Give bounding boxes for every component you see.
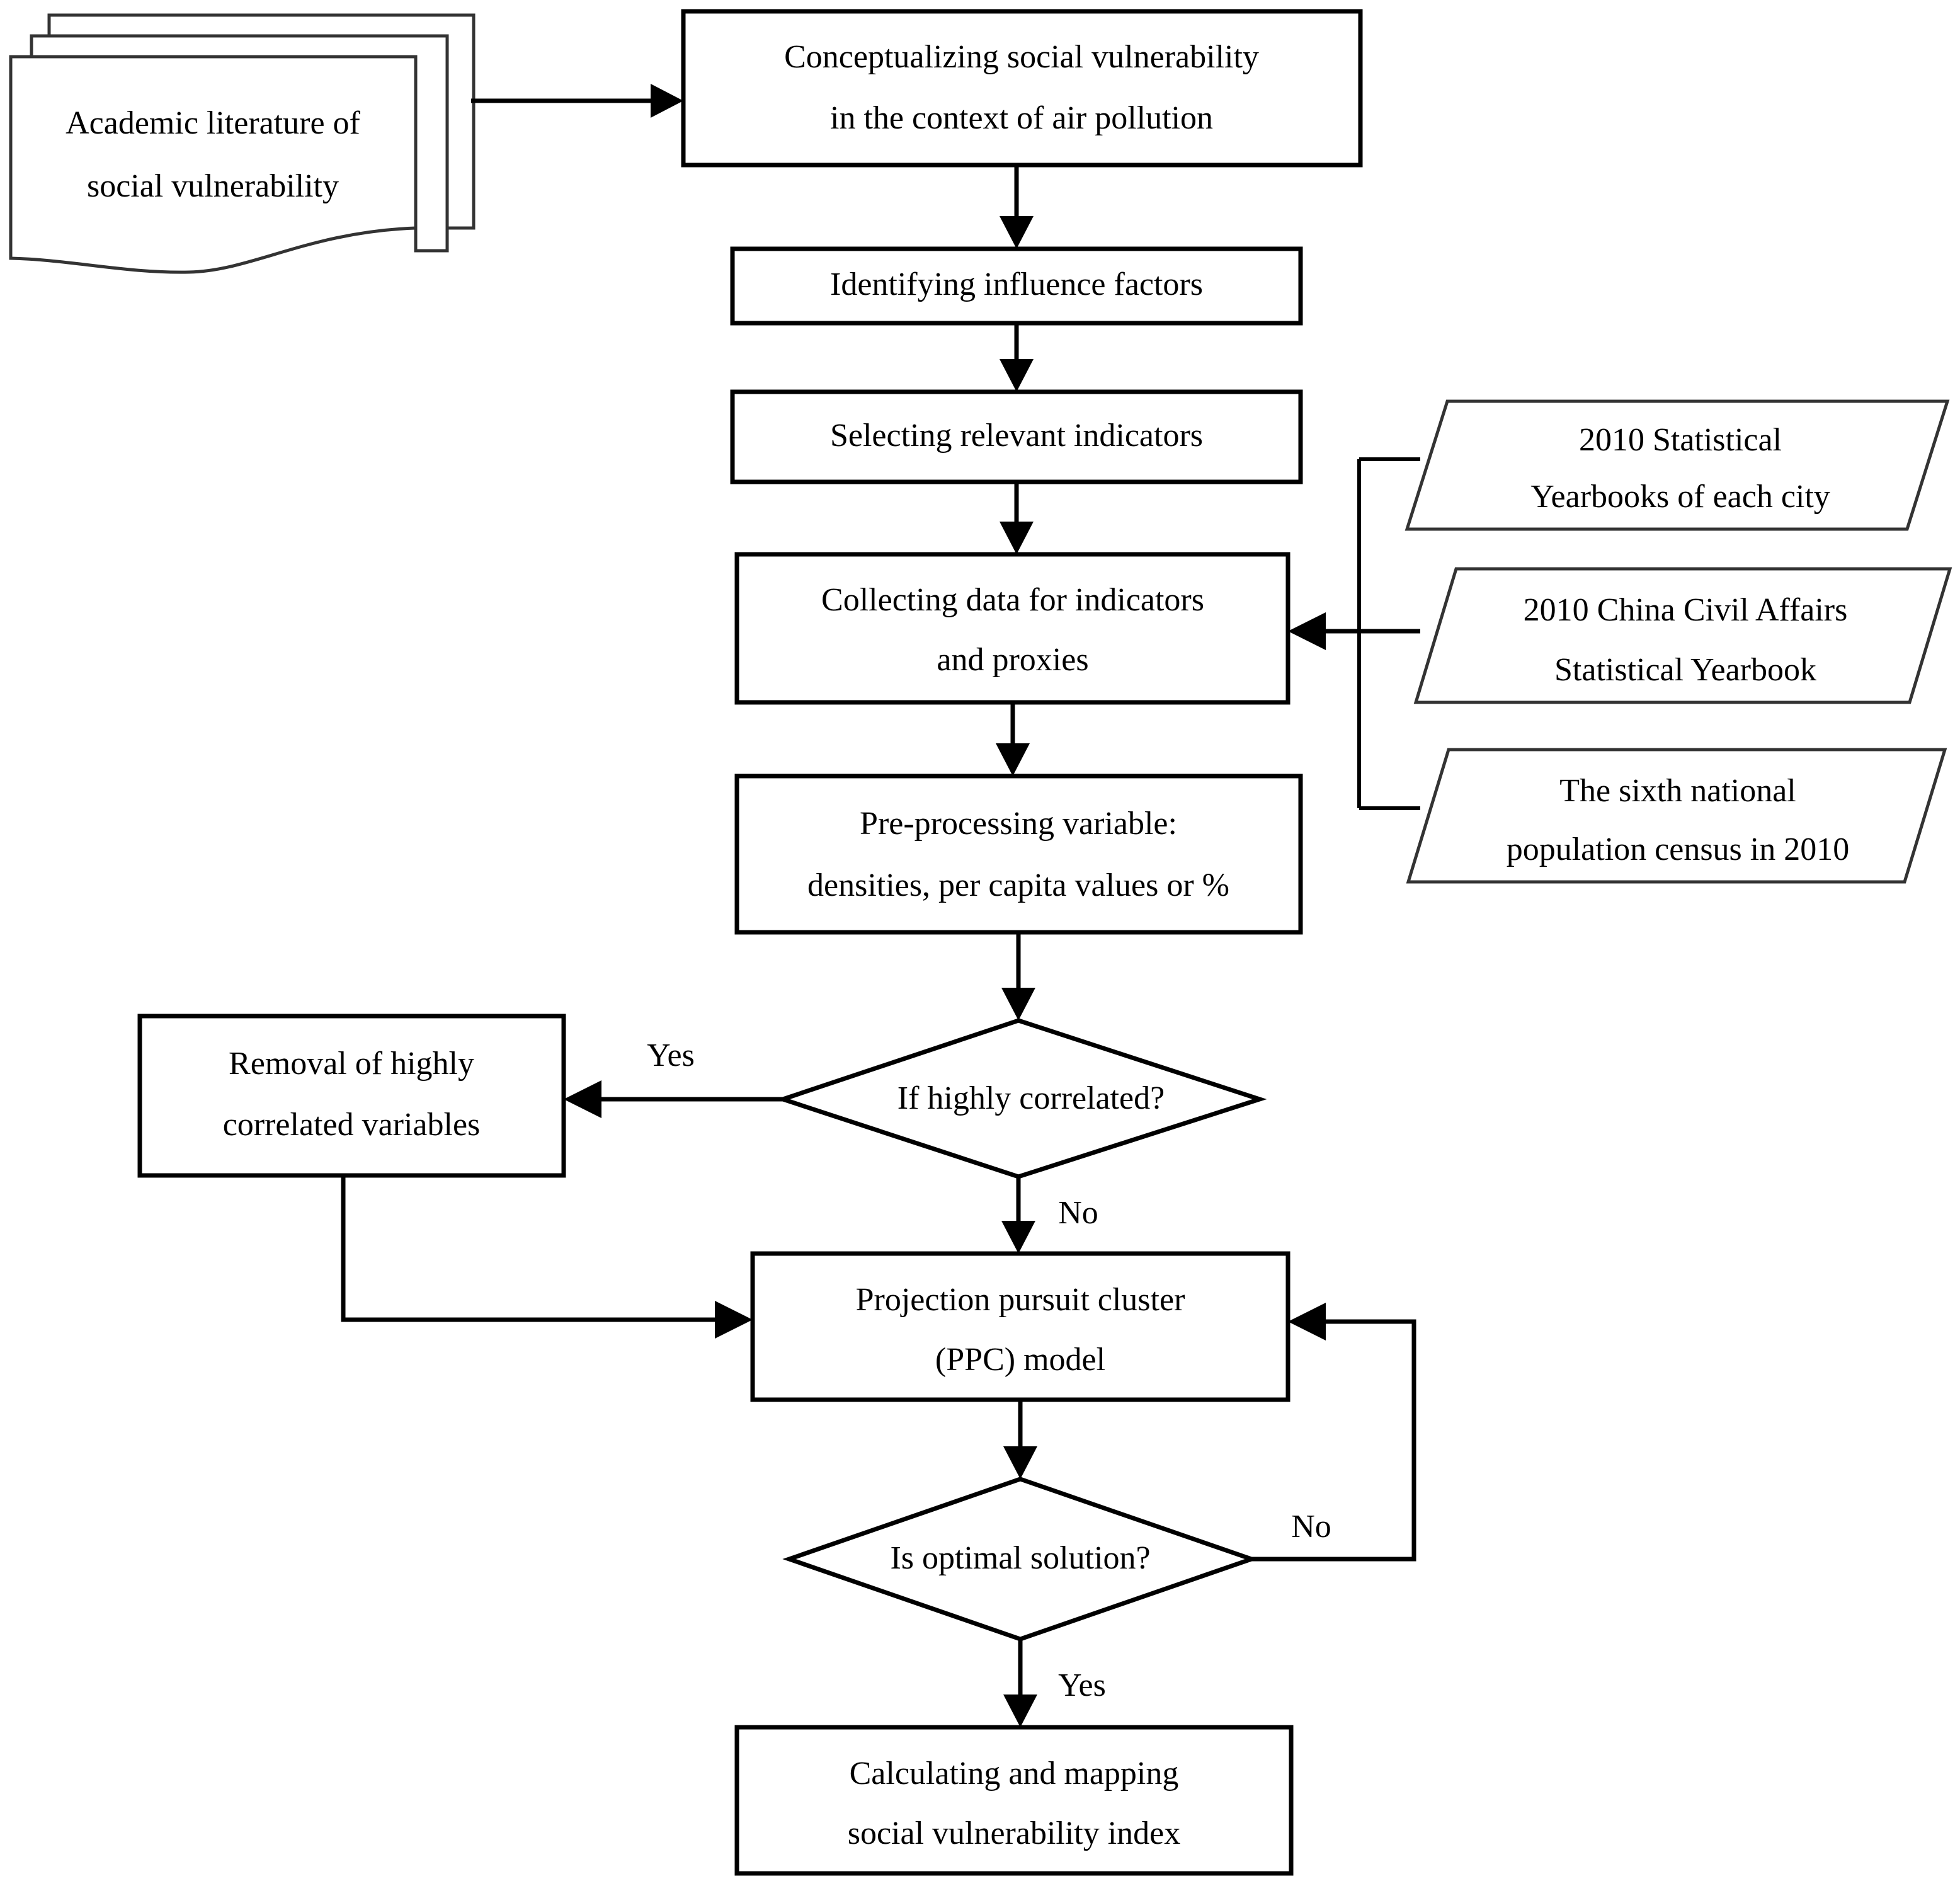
source-yearbooks-city-label-line2: Yearbooks of each city xyxy=(1530,479,1830,515)
node-source-civil-affairs: 2010 China Civil Affairs Statistical Yea… xyxy=(1413,567,1952,704)
edge-identifying-to-selecting xyxy=(1000,323,1034,392)
source-census-label-line1: The sixth national xyxy=(1559,773,1796,809)
edge-label-correlated-yes: Yes xyxy=(647,1037,695,1073)
node-ppc-model: Projection pursuit cluster (PPC) model xyxy=(750,1251,1291,1402)
conceptualizing-label-line2: in the context of air pollution xyxy=(830,100,1213,136)
source-yearbooks-city-shape xyxy=(1404,399,1950,531)
edge-preprocessing-to-correlated xyxy=(1001,932,1035,1020)
edge-correlated-yes: Yes xyxy=(564,1037,783,1118)
source-yearbooks-city-label-line1: 2010 Statistical xyxy=(1579,422,1782,458)
edge-collecting-to-preprocessing xyxy=(996,702,1030,776)
node-if-highly-correlated: If highly correlated? xyxy=(775,1018,1267,1179)
if-highly-correlated-label: If highly correlated? xyxy=(897,1080,1165,1116)
node-preprocessing: Pre-processing variable: densities, per … xyxy=(734,774,1303,935)
edge-selecting-to-collecting xyxy=(1000,482,1034,554)
node-is-optimal-solution: Is optimal solution? xyxy=(782,1477,1258,1642)
edge-label-optimal-yes: Yes xyxy=(1058,1667,1106,1703)
node-identifying-factors: Identifying influence factors xyxy=(730,246,1303,326)
academic-literature-label-line1: Academic literature of xyxy=(66,105,360,141)
edge-ppc-to-optimal xyxy=(1003,1400,1037,1479)
calculating-mapping-label-line1: Calculating and mapping xyxy=(850,1756,1179,1792)
edge-optimal-no: No xyxy=(1251,1303,1416,1562)
node-calculating-mapping: Calculating and mapping social vulnerabi… xyxy=(734,1725,1294,1876)
edge-sources-to-collecting xyxy=(1288,457,1420,810)
source-civil-affairs-shape xyxy=(1413,567,1952,704)
node-selecting-indicators: Selecting relevant indicators xyxy=(730,389,1303,484)
node-removal-variables: Removal of highly correlated variables xyxy=(137,1014,566,1178)
node-source-census: The sixth national population census in … xyxy=(1406,748,1947,884)
node-source-yearbooks-city: 2010 Statistical Yearbooks of each city xyxy=(1404,399,1950,531)
document-sheet-front xyxy=(9,55,418,274)
ppc-model-label-line1: Projection pursuit cluster xyxy=(856,1282,1185,1318)
node-academic-literature: Academic literature of social vulnerabil… xyxy=(9,13,476,274)
is-optimal-solution-label: Is optimal solution? xyxy=(890,1540,1150,1576)
calculating-mapping-label-line2: social vulnerability index xyxy=(848,1815,1181,1851)
preprocessing-label-line1: Pre-processing variable: xyxy=(860,806,1177,842)
selecting-indicators-label: Selecting relevant indicators xyxy=(830,418,1203,454)
identifying-factors-label: Identifying influence factors xyxy=(830,266,1203,302)
removal-variables-label-line2: correlated variables xyxy=(223,1107,481,1143)
edge-label-correlated-no: No xyxy=(1058,1195,1098,1231)
removal-variables-label-line1: Removal of highly xyxy=(229,1046,474,1082)
conceptualizing-label-line1: Conceptualizing social vulnerability xyxy=(784,39,1259,75)
source-census-label-line2: population census in 2010 xyxy=(1507,832,1850,867)
collecting-data-label-line2: and proxies xyxy=(937,642,1088,678)
preprocessing-label-line2: densities, per capita values or % xyxy=(807,867,1229,903)
collecting-data-label-line1: Collecting data for indicators xyxy=(821,582,1204,618)
edge-optimal-yes: Yes xyxy=(1003,1639,1106,1727)
edge-correlated-no: No xyxy=(1001,1177,1098,1254)
ppc-model-label-line2: (PPC) model xyxy=(935,1342,1105,1378)
source-civil-affairs-label-line2: Statistical Yearbook xyxy=(1554,652,1816,688)
source-census-shape xyxy=(1406,748,1947,884)
node-collecting-data: Collecting data for indicators and proxi… xyxy=(734,552,1291,705)
edge-removal-to-ppc xyxy=(341,1175,753,1339)
source-civil-affairs-label-line1: 2010 China Civil Affairs xyxy=(1524,592,1848,628)
academic-literature-label-line2: social vulnerability xyxy=(87,168,339,204)
node-conceptualizing: Conceptualizing social vulnerability in … xyxy=(681,9,1363,168)
edge-conceptualizing-to-identifying xyxy=(1000,165,1034,249)
edge-literature-to-conceptualizing xyxy=(471,84,683,118)
edge-label-optimal-no: No xyxy=(1291,1509,1331,1545)
